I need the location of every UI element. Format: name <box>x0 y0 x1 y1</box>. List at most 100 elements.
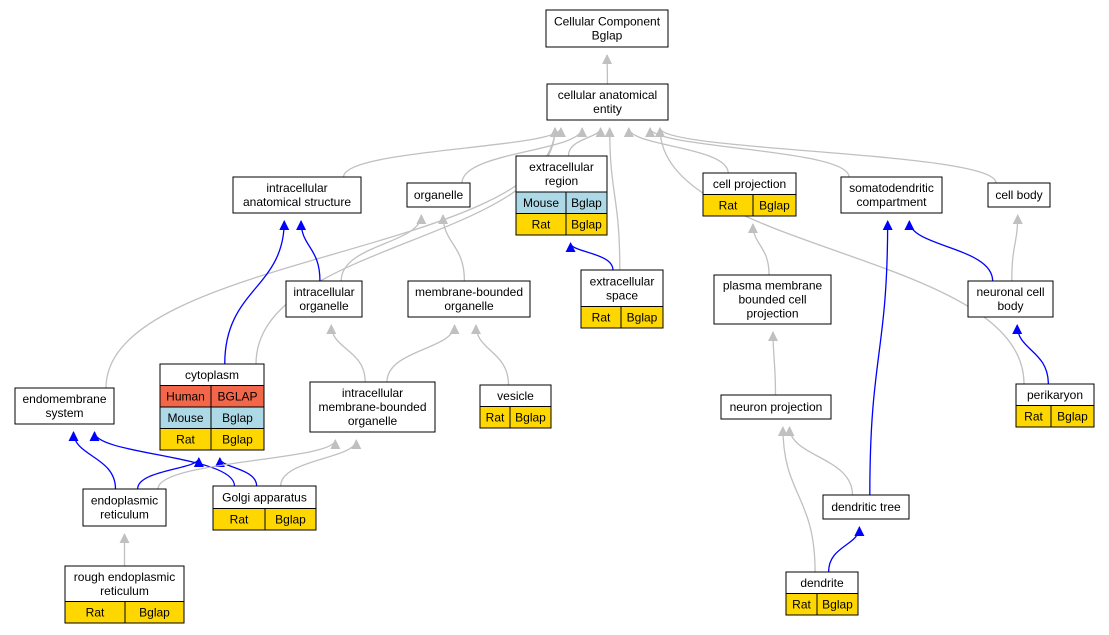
edge-line <box>655 127 1025 385</box>
edge-cyto-to-cae <box>255 127 560 365</box>
species-label: Rat <box>230 512 249 526</box>
node-label-line: rough endoplasmic <box>74 570 175 584</box>
gene-label: Bglap <box>1057 409 1088 423</box>
species-label: Rat <box>719 198 738 212</box>
edge-er-to-cyto <box>136 457 204 490</box>
edge-dt-to-sdc <box>869 220 893 496</box>
node-label-line: Golgi apparatus <box>222 490 307 504</box>
edge-golgi-to-ems <box>89 431 236 487</box>
gene-cell <box>752 194 797 217</box>
node-box <box>407 280 531 318</box>
node-cb[interactable]: cell body <box>987 182 1051 208</box>
edge-line <box>869 220 893 496</box>
node-organelle[interactable]: organelle <box>406 182 471 208</box>
node-label-line: projection <box>746 307 798 321</box>
gene-cell <box>124 601 185 624</box>
species-label: Rat <box>792 597 811 611</box>
node-label-line: endoplasmic <box>91 494 158 508</box>
node-label-line: endomembrane <box>22 392 106 406</box>
node-label-line: intracellular <box>342 386 403 400</box>
edge-er-to-imbo <box>157 439 341 490</box>
node-box <box>840 176 943 214</box>
node-box <box>545 9 669 48</box>
edge-mbo-to-organelle <box>438 214 466 282</box>
node-label-line: body <box>997 299 1023 313</box>
node-label-line: organelle <box>299 299 349 313</box>
edge-line <box>904 220 994 282</box>
node-label-line: reticulum <box>100 508 149 522</box>
node-label-line: bounded cell <box>738 293 806 307</box>
node-label-line: space <box>606 288 638 302</box>
gene-cell <box>816 593 859 616</box>
gene-label: Bglap <box>627 310 658 324</box>
node-box <box>546 83 669 121</box>
edge-line <box>105 127 560 389</box>
node-label-line: reticulum <box>100 584 149 598</box>
node-label-line: anatomical structure <box>243 195 351 209</box>
node-label-line: organelle <box>414 188 464 202</box>
edge-golgi-to-cyto <box>214 457 258 487</box>
node-label-line: entity <box>593 102 622 116</box>
species-label: Rat <box>486 410 505 424</box>
edge-line <box>296 220 321 282</box>
edge-io-to-ias <box>296 220 321 282</box>
node-label-line: dendritic tree <box>831 500 901 514</box>
edge-line <box>827 526 865 573</box>
node-label-line: organelle <box>444 299 494 313</box>
node-label-line: region <box>545 174 578 188</box>
node-label-line: intracellular <box>266 181 327 195</box>
gene-label: Bglap <box>222 411 253 425</box>
node-box <box>82 488 167 527</box>
node-box <box>720 394 832 420</box>
gene-label: Bglap <box>822 597 853 611</box>
edge-line <box>784 426 854 496</box>
node-box <box>232 176 362 214</box>
species-label: Mouse <box>167 411 203 425</box>
edge-line <box>470 324 510 386</box>
node-np[interactable]: neuron projection <box>720 394 832 420</box>
node-label-line: Bglap <box>592 29 623 43</box>
species-label: Rat <box>176 432 195 446</box>
edge-ncb-to-cb <box>1011 214 1023 282</box>
node-label-line: cell body <box>995 188 1042 202</box>
edge-cyto-to-ias <box>224 220 290 365</box>
edge-line <box>280 439 362 487</box>
gene-label: Bglap <box>759 198 790 212</box>
gene-cell <box>1050 405 1095 428</box>
edge-line <box>68 431 117 490</box>
node-dt[interactable]: dendritic tree <box>822 494 910 520</box>
organism-row-rat: Rat Bglap <box>785 593 859 616</box>
edge-ncb-to-sdc <box>904 220 994 282</box>
edge-ecr-to-cae <box>567 127 606 157</box>
edge-golgi-to-imbo <box>280 439 362 487</box>
species-label: Rat <box>532 217 551 231</box>
edge-line <box>326 324 366 383</box>
node-label-line: vesicle <box>497 389 534 403</box>
